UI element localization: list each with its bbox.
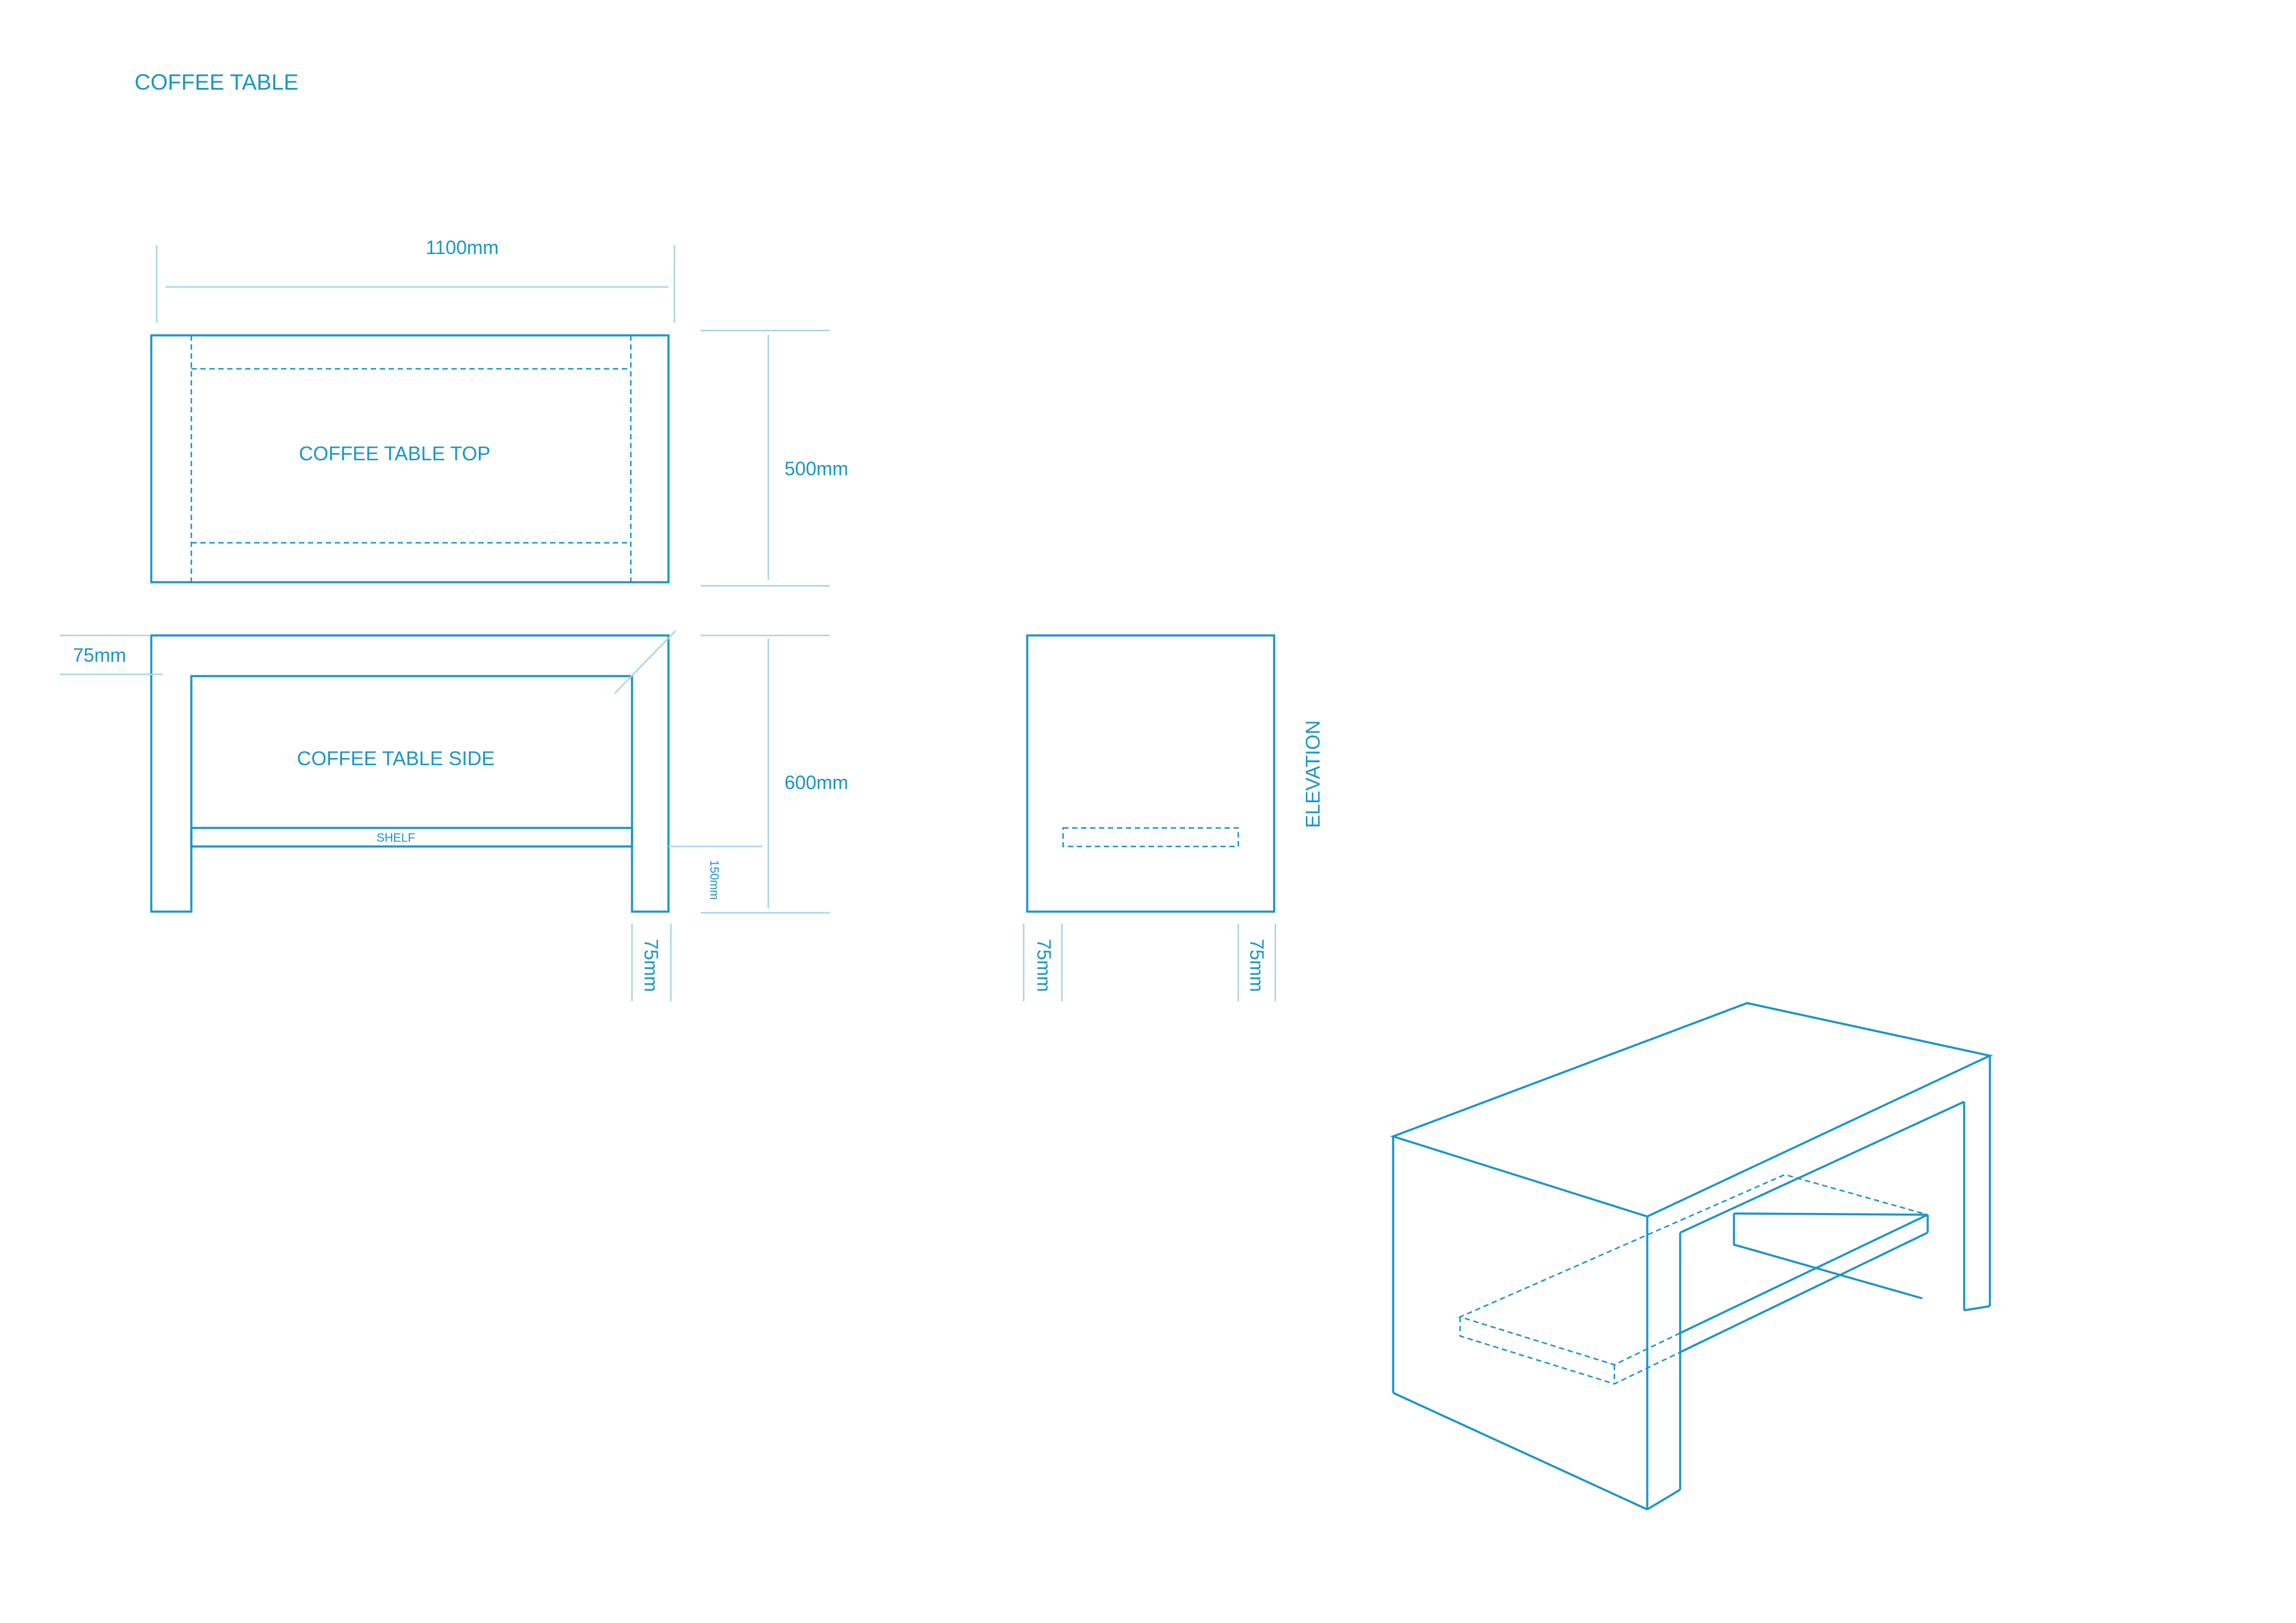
elevation-outline — [1026, 634, 1275, 913]
iso-top-surface — [1390, 1002, 1993, 1218]
iso-shelf-hidden-top — [1458, 1173, 1928, 1366]
side-view-frame — [150, 634, 670, 913]
sheet-title: COFFEE TABLE — [135, 70, 298, 94]
side-view-shelf-label: SHELF — [377, 832, 415, 845]
iso-right-bottom — [1964, 1305, 1990, 1312]
elevation-view: ELEVATION — [1026, 634, 1324, 913]
top-view: COFFEE TABLE TOP — [150, 334, 670, 583]
depth-dimension-label: 500mm — [784, 458, 848, 479]
height-dimension-label: 600mm — [784, 772, 848, 793]
top-view-label: COFFEE TABLE TOP — [299, 442, 490, 464]
elevation-left-leg-label: 75mm — [1033, 939, 1055, 992]
iso-shelf-visible — [1733, 1214, 1923, 1300]
elevation-left-leg-dimension: 75mm — [1022, 924, 1063, 1001]
side-leg-dimension: 75mm — [631, 924, 672, 1001]
elevation-right-leg-label: 75mm — [1246, 939, 1268, 992]
side-view-corner-mark — [614, 630, 676, 694]
isometric-view — [1390, 1002, 1993, 1511]
iso-leg-bottom — [1647, 1488, 1681, 1511]
height-dimension: 600mm — [701, 634, 848, 914]
iso-shelf-hidden-front — [1459, 1317, 1681, 1385]
side-view-label: COFFEE TABLE SIDE — [297, 747, 495, 769]
width-dimension: 1100mm — [155, 237, 676, 323]
side-view: SHELF COFFEE TABLE SIDE — [150, 630, 676, 913]
side-leg-dimension-label: 75mm — [640, 939, 662, 992]
elevation-right-leg-dimension: 75mm — [1237, 924, 1277, 1001]
iso-shelf-front-edge — [1680, 1231, 1928, 1353]
iso-shelf-top-front — [1680, 1214, 1928, 1334]
top-view-outline — [150, 334, 670, 583]
thickness-dimension-label: 75mm — [73, 644, 126, 666]
side-view-shelf — [190, 827, 633, 848]
shelf-height-dimension: 150mm — [668, 845, 762, 900]
shelf-height-dimension-label: 150mm — [707, 860, 720, 900]
depth-dimension: 500mm — [701, 329, 848, 587]
iso-front-bottom-edge — [1393, 1392, 1648, 1511]
iso-shelf-back-visible — [1733, 1212, 1928, 1216]
width-dimension-label: 1100mm — [426, 237, 499, 258]
thickness-dimension: 75mm — [60, 634, 163, 676]
iso-right-inner-top — [1680, 1101, 1965, 1234]
elevation-label: ELEVATION — [1302, 720, 1324, 828]
elevation-shelf-hidden — [1062, 827, 1239, 848]
